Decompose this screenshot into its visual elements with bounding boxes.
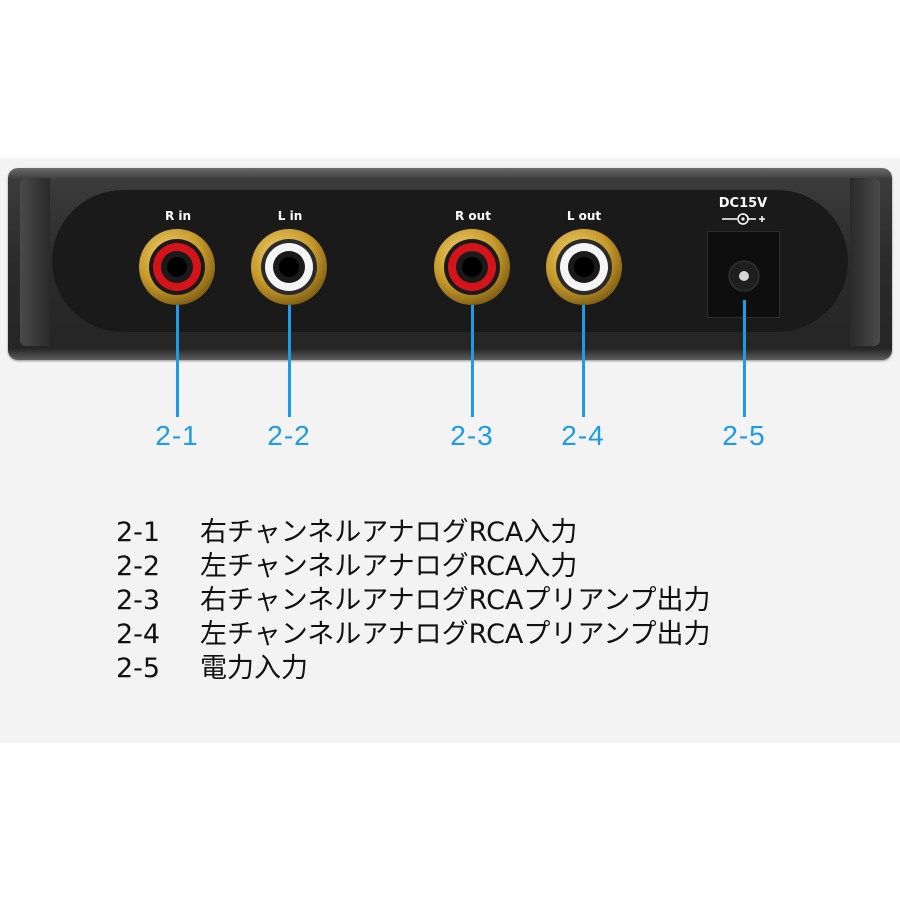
leader-line-2-2 — [288, 305, 291, 417]
legend-code: 2-4 — [116, 619, 161, 650]
legend-text: 右チャンネルアナログRCA入力 — [200, 517, 578, 548]
rca-jack-l-in — [251, 229, 327, 305]
legend-text: 左チャンネルアナログRCAプリアンプ出力 — [200, 619, 711, 650]
dc-polarity-icon — [722, 213, 765, 225]
rca-jack-l-out — [546, 229, 622, 305]
legend-item: 2-1 右チャンネルアナログRCA入力 — [116, 516, 711, 550]
callout-2-3: 2-3 — [450, 420, 494, 451]
legend-code: 2-1 — [116, 517, 161, 548]
legend-text: 左チャンネルアナログRCA入力 — [200, 551, 578, 582]
legend-item: 2-2 左チャンネルアナログRCA入力 — [116, 550, 711, 584]
legend-code: 2-5 — [116, 653, 161, 684]
legend-code: 2-2 — [116, 551, 161, 582]
jack-label-l-out: L out — [566, 209, 602, 223]
leader-line-2-1 — [176, 305, 179, 417]
power-label: DC15V — [718, 196, 768, 211]
rca-jack-r-out — [434, 229, 510, 305]
legend-text: 電力入力 — [200, 653, 308, 684]
jack-label-l-in: L in — [277, 209, 303, 223]
legend-item: 2-5 電力入力 — [116, 652, 711, 686]
device-side-right — [850, 178, 880, 346]
device-side-left — [20, 178, 50, 346]
callout-2-5: 2-5 — [722, 420, 766, 451]
legend: 2-1 右チャンネルアナログRCA入力 2-2 左チャンネルアナログRCA入力 … — [116, 516, 711, 686]
dc-jack-socket-icon — [728, 260, 760, 292]
jack-label-r-in: R in — [164, 209, 192, 223]
leader-line-2-5 — [743, 300, 746, 417]
rca-jack-r-in — [139, 229, 215, 305]
callout-2-4: 2-4 — [561, 420, 605, 451]
callout-2-2: 2-2 — [267, 420, 311, 451]
dc-power-jack — [707, 231, 780, 318]
legend-text: 右チャンネルアナログRCAプリアンプ出力 — [200, 585, 711, 616]
callout-2-1: 2-1 — [155, 420, 199, 451]
leader-line-2-4 — [582, 305, 585, 417]
legend-item: 2-4 左チャンネルアナログRCAプリアンプ出力 — [116, 618, 711, 652]
legend-code: 2-3 — [116, 585, 161, 616]
legend-item: 2-3 右チャンネルアナログRCAプリアンプ出力 — [116, 584, 711, 618]
jack-label-r-out: R out — [455, 209, 491, 223]
leader-line-2-3 — [471, 305, 474, 417]
